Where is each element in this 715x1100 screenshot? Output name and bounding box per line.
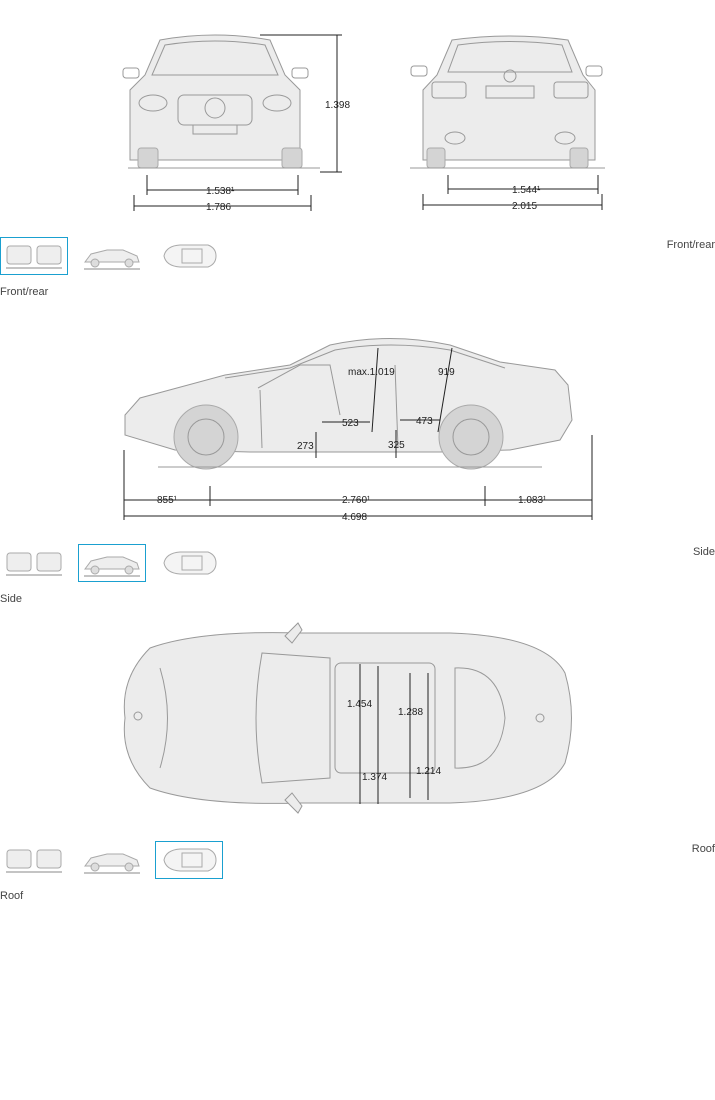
length-label: 4.698: [342, 512, 367, 523]
headroom-rear-label: 919: [438, 367, 455, 378]
legroom-front-label: 523: [342, 418, 359, 429]
seat-height-front-label: 273: [297, 441, 314, 452]
side-section: max.1.019 919 523 473 273 325 855¹ 2.: [0, 320, 715, 610]
front-rear-caption-right: Front/rear: [666, 239, 715, 251]
thumbnail-side[interactable]: [78, 841, 146, 879]
headroom-front-label: max.1.019: [348, 367, 395, 378]
overhang-wheelbase-dimension: [123, 435, 593, 520]
side-caption-right: Side: [692, 546, 715, 558]
rear-width-dimension: [422, 194, 603, 210]
seat-height-rear-label: 325: [388, 440, 405, 451]
side-view-car: [124, 338, 573, 470]
thumbnail-roof[interactable]: [155, 544, 223, 582]
thumbnail-roof[interactable]: [155, 237, 223, 275]
elbow-rear-label: 1.214: [416, 766, 441, 777]
headroom-rear-dimension: [437, 347, 453, 433]
front-view-car: [122, 34, 320, 169]
side-thumbnail-icon: [84, 556, 140, 577]
headroom-front-dimension: [371, 347, 379, 433]
front-rear-section: 1.398 1.538¹ 1.786: [0, 0, 715, 300]
front-width-dimension: [133, 195, 312, 211]
rear-view-car: [410, 35, 605, 169]
rear-track-label: 1.544¹: [512, 185, 541, 196]
roof-caption-right: Roof: [691, 843, 715, 855]
front-rear-caption-left: Front/rear: [0, 286, 49, 298]
front-width-label: 1.786: [206, 202, 231, 213]
front-rear-thumbnail-icon: [6, 849, 62, 873]
roof-section: 1.454 1.288 1.374 1.214 Roof: [0, 618, 715, 908]
thumbnail-strip: [0, 237, 230, 277]
rear-overhang-label: 1.083¹: [518, 495, 547, 506]
thumbnail-roof[interactable]: [155, 841, 223, 879]
roof-drawing: 1.454 1.288 1.374 1.214: [123, 622, 572, 814]
front-track-label: 1.538¹: [206, 186, 235, 197]
roof-thumbnail-icon: [163, 848, 217, 872]
front-height-dimension: [260, 34, 342, 173]
thumbnail-side[interactable]: [78, 237, 146, 275]
side-thumbnail-icon: [84, 853, 140, 874]
roof-thumbnail-icon: [163, 244, 217, 268]
shoulder-front-label: 1.454: [347, 699, 372, 710]
front-track-dimension: [146, 175, 299, 195]
rear-width-label: 2.015: [512, 201, 537, 212]
wheelbase-label: 2.760¹: [342, 495, 371, 506]
shoulder-rear-label: 1.288: [398, 707, 423, 718]
front-rear-thumbnail-icon: [6, 552, 62, 576]
front-overhang-label: 855¹: [157, 495, 178, 506]
front-rear-drawing: 1.398 1.538¹ 1.786: [122, 34, 605, 213]
front-height-label: 1.398: [325, 100, 350, 111]
top-view-car: [123, 622, 572, 814]
front-rear-thumbnail-icon: [6, 245, 62, 269]
roof-caption-left: Roof: [0, 890, 24, 902]
thumbnail-front-rear[interactable]: [0, 237, 68, 275]
side-thumbnail-icon: [84, 249, 140, 270]
thumbnail-strip: [0, 544, 230, 584]
thumbnail-front-rear[interactable]: [0, 841, 68, 879]
roof-thumbnail-icon: [163, 551, 217, 575]
legroom-rear-label: 473: [416, 416, 433, 427]
thumbnail-strip: [0, 841, 230, 881]
side-caption-left: Side: [0, 593, 23, 605]
side-drawing: max.1.019 919 523 473 273 325 855¹ 2.: [123, 338, 593, 523]
thumbnail-side[interactable]: [78, 544, 146, 582]
rear-track-dimension: [447, 175, 599, 194]
thumbnail-front-rear[interactable]: [0, 544, 68, 582]
elbow-front-label: 1.374: [362, 772, 387, 783]
